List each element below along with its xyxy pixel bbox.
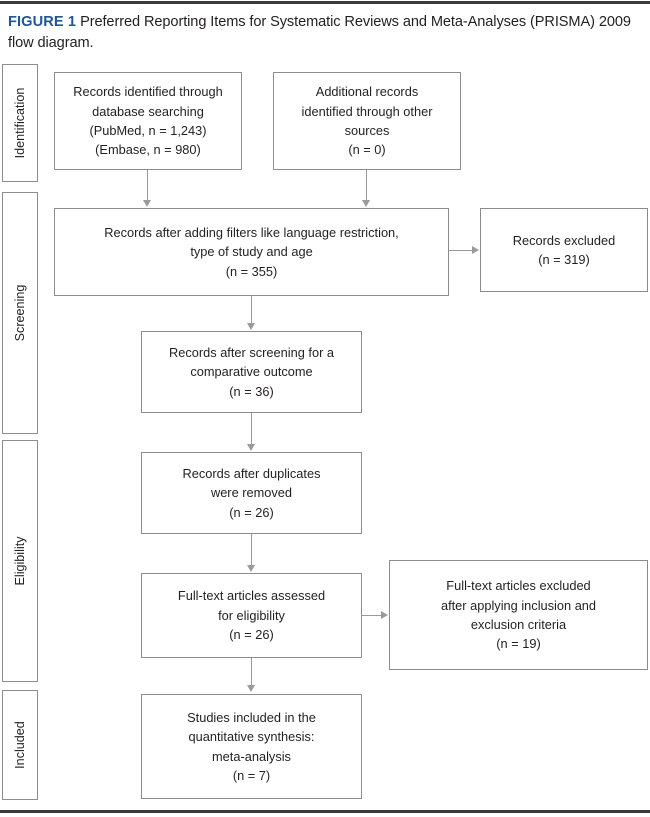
box-line: Full-text articles assessed	[177, 588, 326, 604]
box-line: after applying inclusion and	[440, 597, 597, 613]
box-line: (n = 7)	[232, 767, 271, 783]
arrowhead-duplicates-to-fulltext	[247, 565, 255, 572]
connector-fulltext-to-excluded	[362, 615, 382, 616]
box-line: Records after duplicates	[182, 465, 321, 481]
box-after-screening: Records after screening for a comparativ…	[141, 331, 362, 413]
top-rule	[0, 1, 650, 4]
box-fulltext-excluded: Full-text articles excluded after applyi…	[389, 560, 648, 670]
box-line: Full-text articles excluded	[446, 578, 591, 594]
box-line: database searching	[92, 103, 204, 119]
phase-label-eligibility: Eligibility	[13, 536, 27, 586]
connector-filters-to-records-excluded	[449, 250, 473, 251]
figure-caption-text: Preferred Reporting Items for Systematic…	[8, 14, 631, 51]
box-line: (n = 19)	[496, 636, 541, 652]
box-line: (n = 355)	[225, 263, 278, 279]
arrowhead-other-sources-to-filters	[362, 200, 370, 207]
figure-caption: FIGURE 1 Preferred Reporting Items for S…	[8, 12, 648, 53]
box-line: (PubMed, n = 1,243)	[89, 123, 207, 138]
box-line: exclusion criteria	[470, 617, 567, 632]
box-line: (Embase, n = 980)	[95, 142, 201, 158]
box-line: (n = 26)	[229, 504, 274, 520]
connector-filters-to-screening	[251, 296, 252, 324]
box-line: for eligibility	[218, 607, 285, 623]
box-line: Records excluded	[512, 232, 616, 248]
box-line: were removed	[210, 485, 293, 501]
connector-other-sources-to-filters	[366, 170, 367, 201]
box-database-search: Records identified through database sear…	[54, 72, 242, 170]
phase-label-identification: Identification	[13, 87, 27, 159]
box-line: sources	[344, 123, 390, 138]
figure-number: FIGURE 1	[8, 14, 77, 30]
box-line: (n = 26)	[229, 627, 274, 643]
phase-label-included: Included	[13, 721, 27, 769]
bottom-rule	[0, 810, 650, 813]
box-records-excluded: Records excluded (n = 319)	[480, 208, 648, 292]
arrowhead-filters-to-screening	[247, 323, 255, 330]
box-after-filters: Records after adding filters like langua…	[54, 208, 449, 296]
box-after-duplicates: Records after duplicates were removed (n…	[141, 452, 362, 534]
box-line: Records after adding filters like langua…	[104, 224, 399, 240]
phase-identification: Identification	[2, 64, 38, 182]
box-line: quantitative synthesis:	[188, 729, 315, 745]
box-other-sources: Additional records identified through ot…	[273, 72, 461, 170]
arrowhead-database-search-to-filters	[143, 200, 151, 207]
box-line: comparative outcome	[190, 364, 313, 380]
arrowhead-screening-to-duplicates	[247, 444, 255, 451]
box-line: meta-analysis	[212, 748, 291, 764]
box-line: Studies included in the	[187, 709, 316, 725]
arrowhead-filters-to-records-excluded	[472, 246, 479, 254]
box-line: (n = 319)	[538, 252, 590, 267]
box-line: Records identified through	[73, 84, 223, 100]
phase-screening: Screening	[2, 192, 38, 434]
box-line: (n = 0)	[348, 142, 386, 158]
box-studies-included: Studies included in the quantitative syn…	[141, 694, 362, 799]
arrowhead-fulltext-to-included	[247, 685, 255, 692]
box-line: Additional records	[315, 84, 419, 100]
box-fulltext-assessed: Full-text articles assessed for eligibil…	[141, 573, 362, 658]
arrowhead-fulltext-to-excluded	[381, 611, 388, 619]
box-line: identified through other	[301, 103, 433, 119]
connector-screening-to-duplicates	[251, 413, 252, 445]
phase-included: Included	[2, 690, 38, 800]
box-line: (n = 36)	[229, 383, 274, 399]
connector-fulltext-to-included	[251, 658, 252, 686]
phase-eligibility: Eligibility	[2, 440, 38, 682]
connector-duplicates-to-fulltext	[251, 534, 252, 566]
phase-label-screening: Screening	[13, 284, 27, 342]
box-line: Records after screening for a	[168, 344, 335, 360]
connector-database-search-to-filters	[147, 170, 148, 201]
box-line: type of study and age	[190, 244, 313, 260]
